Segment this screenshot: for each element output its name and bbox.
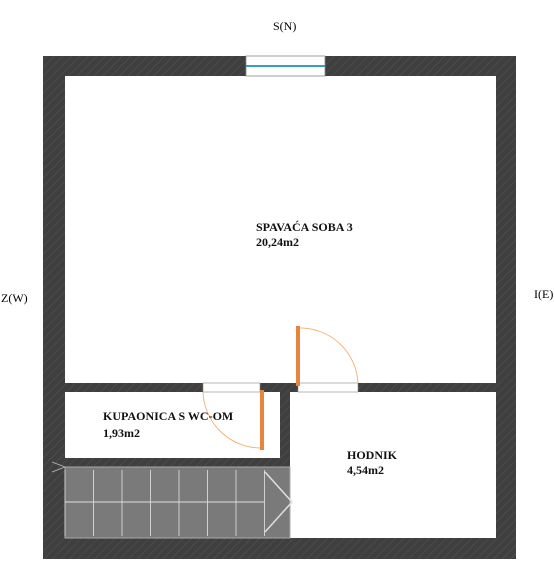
- bedroom-door-opening: [297, 382, 359, 393]
- wall-top-right: [325, 56, 516, 76]
- wall-right: [496, 56, 516, 559]
- compass-north: S(N): [273, 19, 296, 33]
- room-name-hallway: HODNIK: [347, 448, 398, 462]
- wall-left: [43, 56, 65, 559]
- wall-bathroom-bottom: [43, 458, 290, 467]
- bathroom-door: [202, 390, 264, 450]
- staircase: [51, 461, 294, 539]
- room-name-bathroom: KUPAONICA S WC-OM: [103, 409, 233, 423]
- wall-mid-center: [260, 383, 298, 392]
- compass-west: Z(W): [1, 291, 28, 305]
- room-area-hallway: 4,54m2: [347, 463, 384, 477]
- stair-treads: [64, 470, 265, 536]
- interior-walls: [43, 383, 496, 467]
- window-north: [245, 55, 326, 77]
- wall-bottom: [43, 538, 516, 559]
- wall-top-left: [43, 56, 246, 76]
- bedroom-door: [296, 326, 359, 386]
- room-area-bedroom: 20,24m2: [256, 235, 299, 249]
- wall-bathroom-right: [280, 383, 290, 465]
- compass-east: I(E): [534, 287, 553, 301]
- room-name-bedroom: SPAVAĆA SOBA 3: [256, 220, 353, 234]
- stair-direction-arrow: [264, 471, 294, 533]
- outer-walls: [43, 56, 516, 559]
- room-area-bathroom: 1,93m2: [103, 426, 140, 440]
- wall-mid-right: [358, 383, 496, 392]
- bathroom-door-opening: [202, 382, 261, 393]
- wall-mid-left: [65, 383, 203, 392]
